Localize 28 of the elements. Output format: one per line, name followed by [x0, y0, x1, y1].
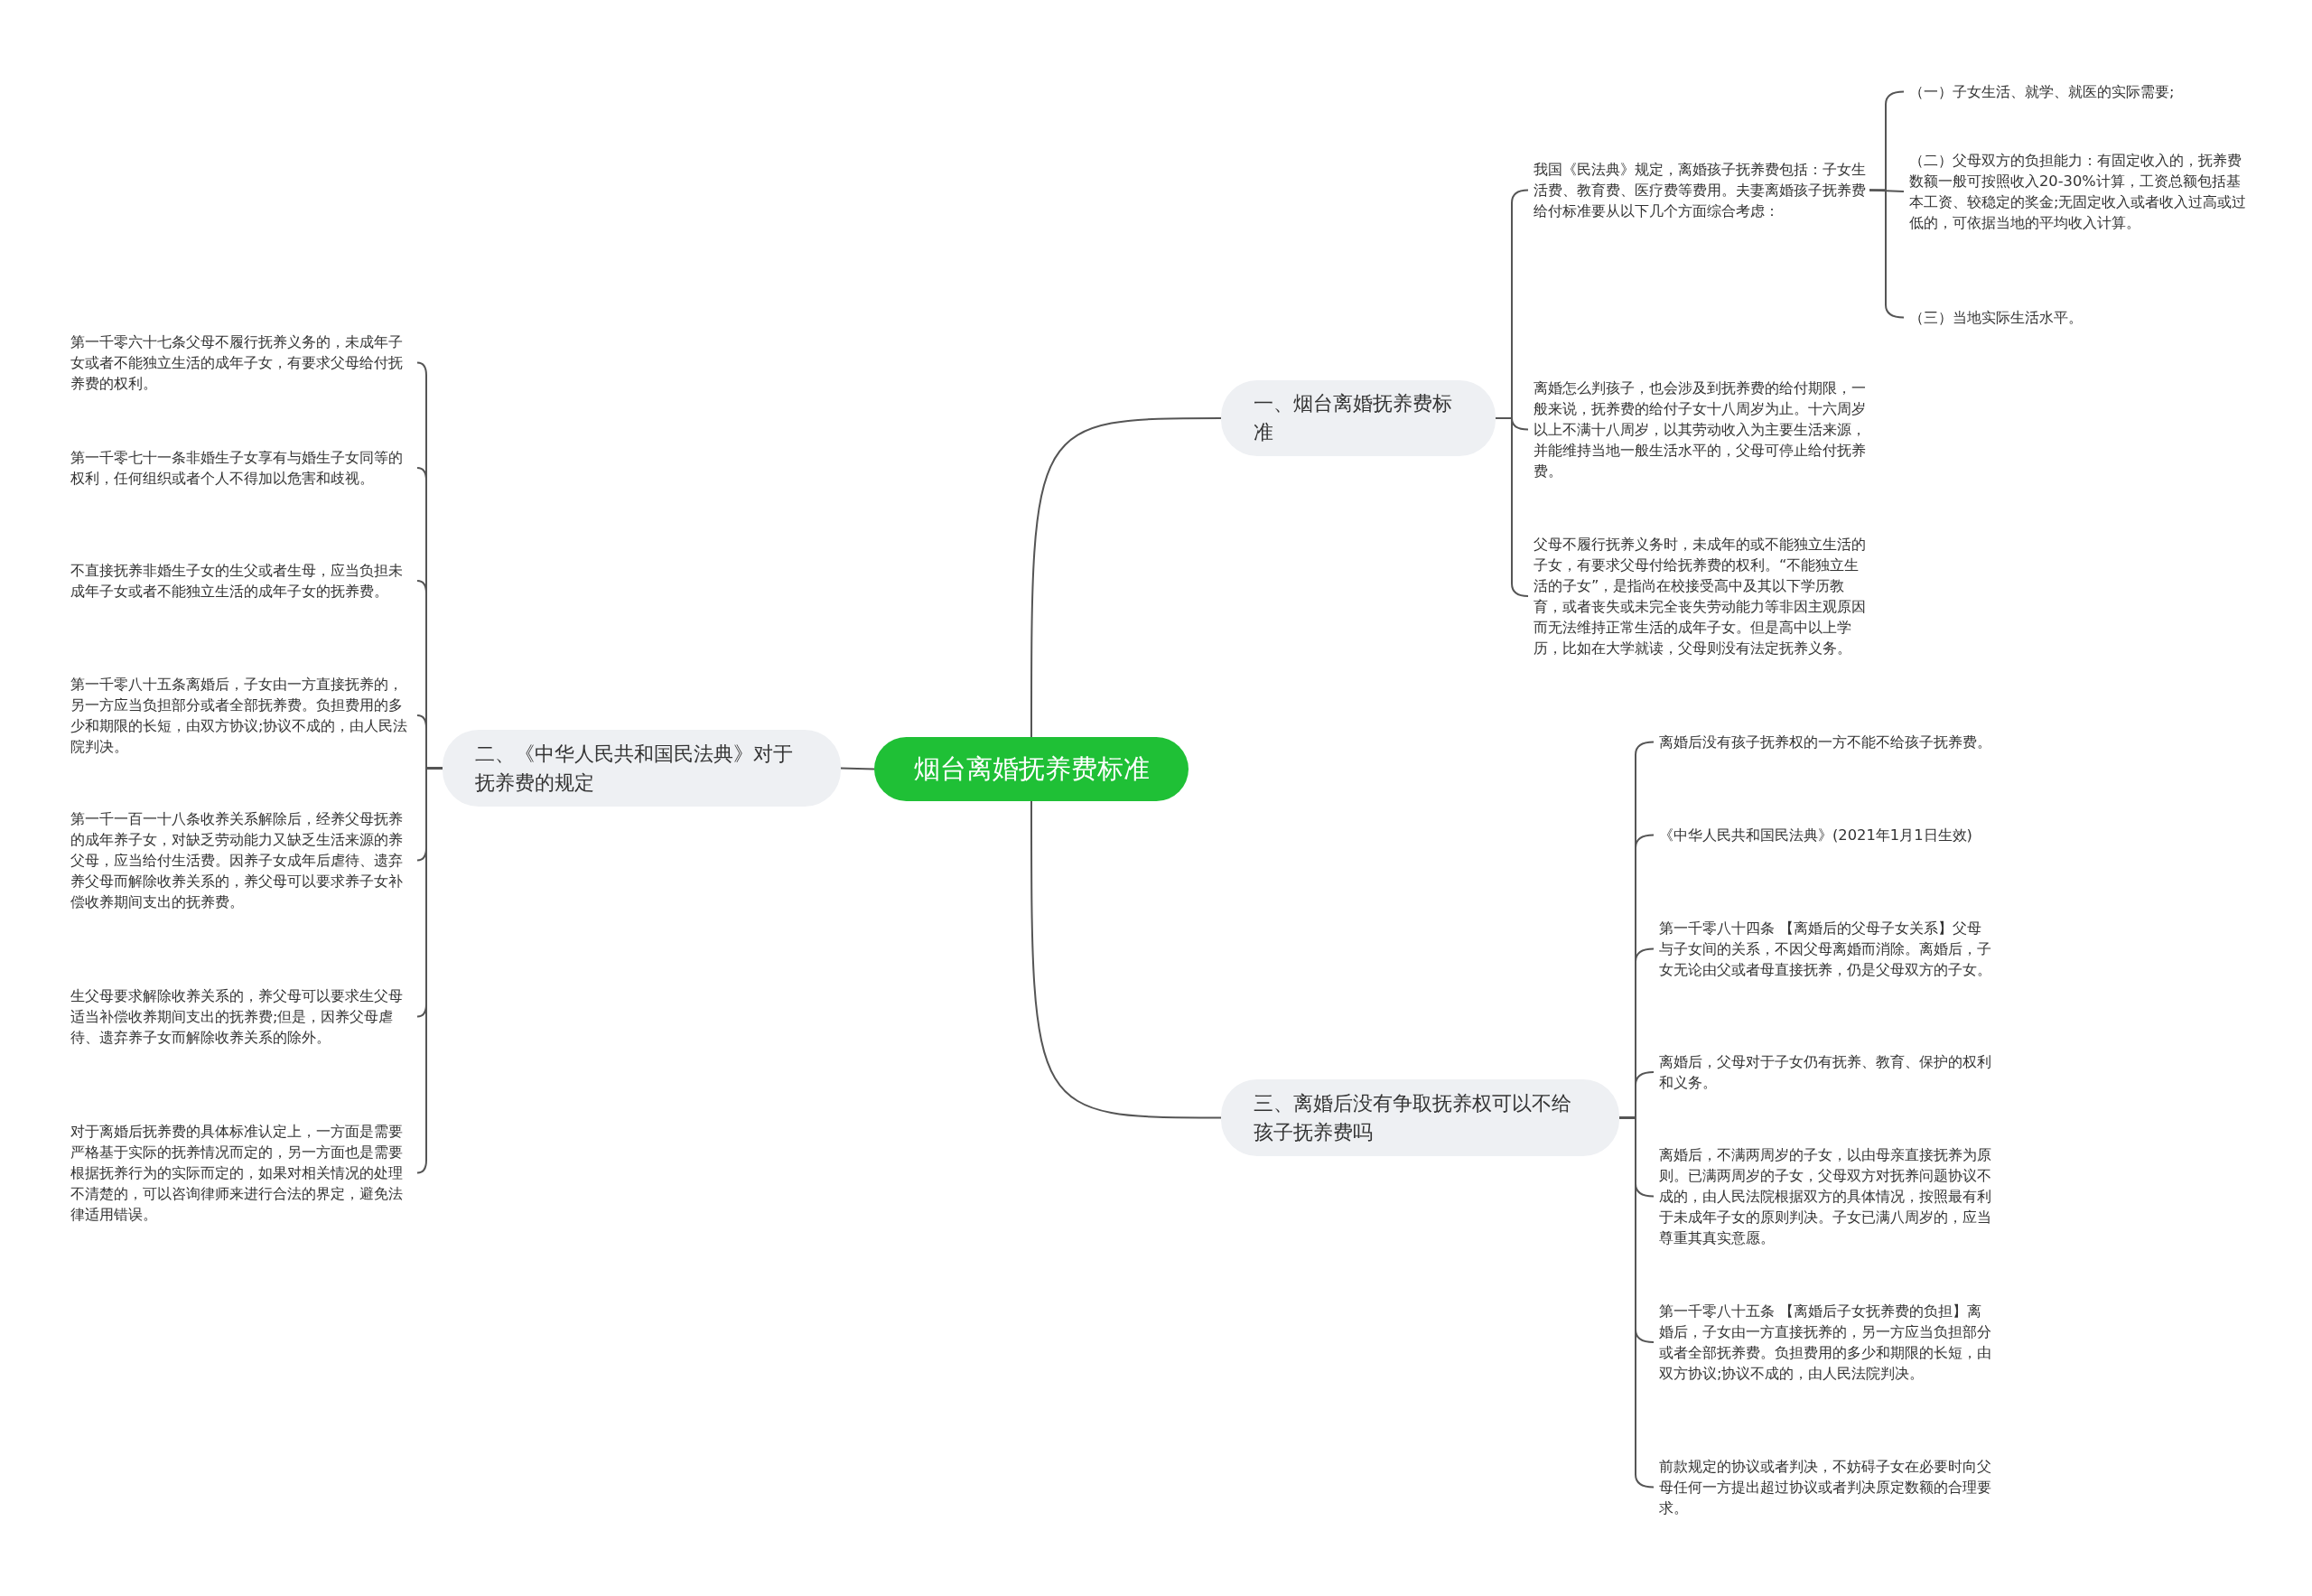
topic-text: （三）当地实际生活水平。	[1909, 307, 2252, 328]
topic-text: 第一千零八十四条 【离婚后的父母子女关系】父母与子女间的关系，不因父母离婚而消除。离婚后，子女无论由父或者母直接抚养，仍是父母双方的子女。	[1659, 918, 1995, 980]
topic-text: 不直接抚养非婚生子女的生父或者生母，应当负担未成年子女或者不能独立生活的成年子女的抚养费。	[70, 560, 412, 602]
topic-text: 第一千零八十五条离婚后，子女由一方直接抚养的，另一方应当负担部分或者全部抚养费。负担费用的多少和期限的长短，由双方协议;协议不成的，由人民法院判决。	[70, 674, 412, 757]
topic-text: 第一千一百一十八条收养关系解除后，经养父母抚养的成年养子女，对缺乏劳动能力又缺乏生活来源的养父母，应当给付生活费。因养子女成年后虐待、遗弃养父母而解除收养关系的，养父母可以要求养子女补偿收养期间支出的抚养费。	[70, 808, 412, 912]
topic-text: 第一千零八十五条 【离婚后子女抚养费的负担】离婚后，子女由一方直接抚养的，另一方应当负担部分或者全部抚养费。负担费用的多少和期限的长短，由双方协议;协议不成的，由人民法院判决。	[1659, 1301, 1995, 1384]
connector-line	[1030, 417, 1222, 738]
topic-text: 前款规定的协议或者判决，不妨碍子女在必要时向父母任何一方提出超过协议或者判决原定数额的合理要求。	[1659, 1456, 1995, 1518]
topic-text: 父母不履行抚养义务时，未成年的或不能独立生活的子女，有要求父母付给抚养费的权利。“不能独立生活的子女”，是指尚在校接受高中及其以下学历教育，或者丧失或未完全丧失劳动能力等非因主观原因而无法维持正常生活的成年子女。但是高中以上学历，比如在大学就读，父母则没有法定抚养义务。	[1534, 534, 1869, 658]
topic-text: 生父母要求解除收养关系的，养父母可以要求生父母适当补偿收养期间支出的抚养费;但是，因养父母虐待、遗弃养子女而解除收养关系的除外。	[70, 985, 412, 1048]
topic-text: （一）子女生活、就学、就医的实际需要;	[1909, 81, 2252, 102]
topic-text: 离婚怎么判孩子，也会涉及到抚养费的给付期限，一般来说，抚养费的给付子女十八周岁为止。十六周岁以上不满十八周岁，以其劳动收入为主要生活来源，并能维持当地一般生活水平的，父母可停止给付抚养费。	[1534, 378, 1869, 481]
topic-text: 我国《民法典》规定，离婚孩子抚养费包括：子女生活费、教育费、医疗费等费用。夫妻离婚孩子抚养费给付标准要从以下几个方面综合考虑：	[1534, 159, 1869, 221]
branch-topic: 三、离婚后没有争取抚养权可以不给孩子抚养费吗	[1221, 1079, 1619, 1156]
connector-line	[1495, 417, 1529, 597]
topic-text: （二）父母双方的负担能力：有固定收入的，抚养费数额一般可按照收入20-30%计算，工资总额包括基本工资、较稳定的奖金;无固定收入或者收入过高或过低的，可依据当地的平均收入计算。	[1909, 150, 2252, 233]
topic-text: 对于离婚后抚养费的具体标准认定上，一方面是需要严格基于实际的抚养情况而定的，另一方面也是需要根据抚养行为的实际而定的，如果对相关情况的处理不清楚的，可以咨询律师来进行合法的界定，避免法律适用错误。	[70, 1121, 412, 1225]
topic-text: 离婚后没有孩子抚养权的一方不能不给孩子抚养费。	[1659, 732, 1995, 752]
connector-line	[1030, 800, 1222, 1119]
branch-topic: 一、烟台离婚抚养费标准	[1221, 380, 1496, 456]
topic-text: 离婚后，不满两周岁的子女，以由母亲直接抚养为原则。已满两周岁的子女，父母双方对抚养问题协议不成的，由人民法院根据双方的具体情况，按照最有利于未成年子女的原则判决。子女已满八周岁的，应当尊重其真实意愿。	[1659, 1144, 1995, 1248]
topic-text: 《中华人民共和国民法典》(2021年1月1日生效)	[1659, 825, 1995, 845]
topic-text: 第一千零七十一条非婚生子女享有与婚生子女同等的权利，任何组织或者个人不得加以危害和歧视。	[70, 447, 412, 489]
branch-topic: 二、《中华人民共和国民法典》对于抚养费的规定	[443, 730, 841, 807]
topic-text: 离婚后，父母对于子女仍有抚养、教育、保护的权利和义务。	[1659, 1051, 1995, 1093]
connector-line	[840, 767, 875, 770]
central-topic: 烟台离婚抚养费标准	[874, 737, 1189, 801]
topic-text: 第一千零六十七条父母不履行抚养义务的，未成年子女或者不能独立生活的成年子女，有要求父母给付抚养费的权利。	[70, 331, 412, 394]
